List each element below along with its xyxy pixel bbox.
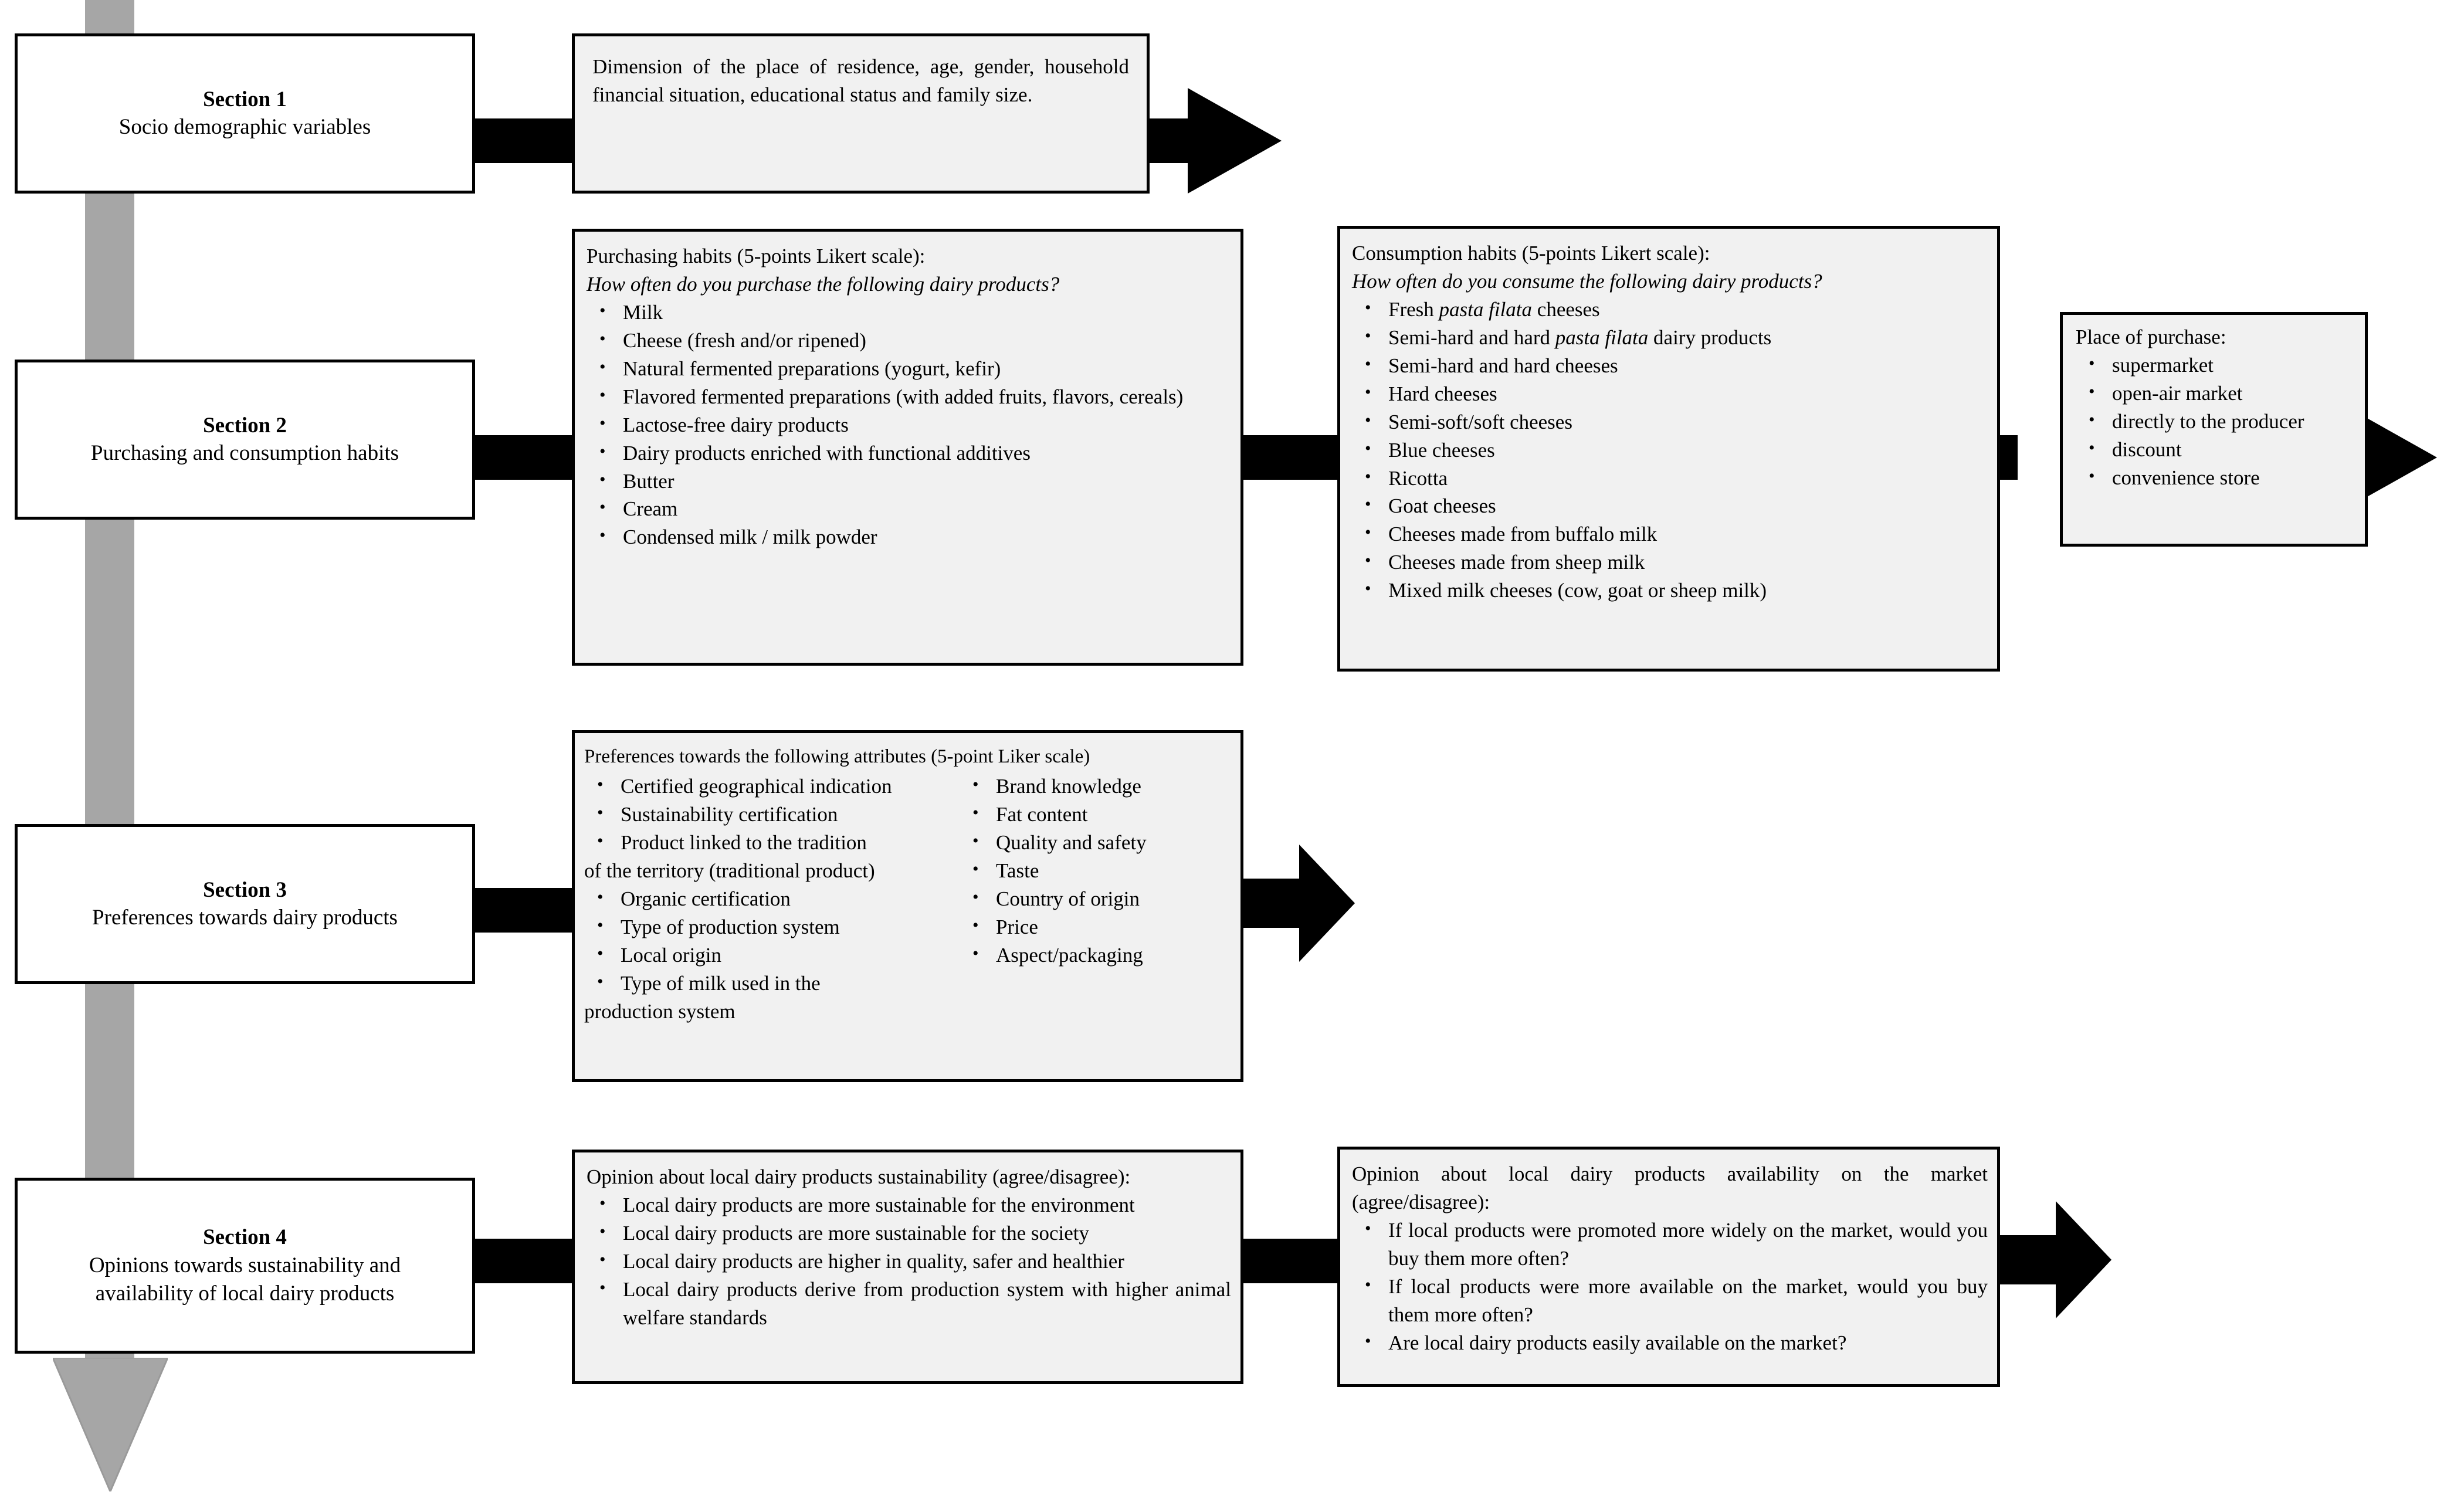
preferences-heading: Preferences towards the following attrib…: [584, 746, 1090, 767]
section-box-2[interactable]: Section 2 Purchasing and consumption hab…: [15, 360, 475, 520]
detail-box-sustainability-opinion[interactable]: Opinion about local dairy products susta…: [572, 1150, 1243, 1384]
consumption-item: Ricotta: [1352, 465, 1988, 493]
preferences-column-left: Certified geographical indicationSustain…: [584, 772, 960, 1025]
arrow-sustainability-to-availability: [1238, 1208, 1343, 1314]
purchasing-item: Natural fermented preparations (yogurt, …: [587, 355, 1231, 383]
section-1-subtitle: Socio demographic variables: [118, 115, 371, 140]
purchasing-item: Lactose-free dairy products: [587, 411, 1231, 439]
preference-item: Country of origin: [960, 885, 1229, 913]
italic-term: pasta filata: [1555, 326, 1649, 349]
preference-item: Type of milk used in the: [584, 969, 960, 998]
preference-item: Brand knowledge: [960, 772, 1229, 801]
detail-box-preferences[interactable]: Preferences towards the following attrib…: [572, 730, 1243, 1082]
section-4-subtitle-line2: availability of local dairy products: [95, 1281, 395, 1306]
preference-item: Price: [960, 913, 1229, 941]
sustainability-item: Local dairy products are more sustainabl…: [587, 1191, 1231, 1219]
consumption-item: Goat cheeses: [1352, 492, 1988, 520]
purchasing-item: Dairy products enriched with functional …: [587, 439, 1231, 467]
section-box-3[interactable]: Section 3 Preferences towards dairy prod…: [15, 824, 475, 984]
availability-heading: Opinion about local dairy products avail…: [1352, 1162, 1988, 1213]
consumption-item: Cheeses made from sheep milk: [1352, 548, 1988, 577]
preference-item: Type of production system: [584, 913, 960, 941]
detail-box-purchasing-habits[interactable]: Purchasing habits (5-points Likert scale…: [572, 229, 1243, 666]
sustainability-item: Local dairy products derive from product…: [587, 1276, 1231, 1332]
place-of-purchase-item: directly to the producer: [2076, 408, 2357, 436]
consumption-item: Blue cheeses: [1352, 436, 1988, 465]
availability-item: If local products were promoted more wid…: [1352, 1216, 1988, 1273]
sustainability-item: Local dairy products are higher in quali…: [587, 1247, 1231, 1276]
preference-item: Certified geographical indication: [584, 772, 960, 801]
sustainability-items-list: Local dairy products are more sustainabl…: [587, 1191, 1231, 1332]
section-3-subtitle: Preferences towards dairy products: [92, 906, 398, 930]
availability-items-list: If local products were promoted more wid…: [1352, 1216, 1988, 1357]
place-of-purchase-item: convenience store: [2076, 464, 2357, 492]
preference-item: production system: [584, 999, 735, 1023]
preference-item: Quality and safety: [960, 829, 1229, 857]
purchasing-item: Condensed milk / milk powder: [587, 523, 1231, 551]
availability-item: Are local dairy products easily availabl…: [1352, 1329, 1988, 1357]
section-2-subtitle: Purchasing and consumption habits: [90, 441, 399, 466]
purchasing-item: Butter: [587, 467, 1231, 496]
arrow-preferences-to-end: [1238, 845, 1355, 962]
flow-spine: [85, 0, 134, 1361]
preference-item: Organic certification: [584, 885, 960, 913]
section-box-4[interactable]: Section 4 Opinions towards sustainabilit…: [15, 1178, 475, 1354]
sustainability-heading: Opinion about local dairy products susta…: [587, 1165, 1131, 1188]
preference-item: Aspect/packaging: [960, 941, 1229, 969]
preference-item: Sustainability certification: [584, 801, 960, 829]
italic-term: pasta filata: [1439, 297, 1533, 321]
arrow-availability-to-end: [1994, 1201, 2111, 1318]
arrow-section3-to-preferences: [466, 857, 578, 963]
place-of-purchase-item: supermarket: [2076, 351, 2357, 379]
purchasing-question: How often do you purchase the following …: [587, 272, 1060, 296]
place-of-purchase-heading: Place of purchase:: [2076, 326, 2226, 348]
place-of-purchase-item: open-air market: [2076, 379, 2357, 408]
consumption-question: How often do you consume the following d…: [1352, 269, 1822, 293]
socio-demographic-paragraph: Dimension of the place of residence, age…: [592, 55, 1129, 106]
arrow-section4-to-sustainability: [466, 1208, 578, 1314]
arrow-section2-to-purchasing: [466, 405, 578, 510]
section-4-title: Section 4: [203, 1225, 287, 1250]
place-of-purchase-list: supermarketopen-air marketdirectly to th…: [2076, 351, 2357, 492]
preference-item: Product linked to the tradition: [584, 829, 960, 857]
detail-box-place-of-purchase[interactable]: Place of purchase: supermarketopen-air m…: [2060, 312, 2368, 547]
purchasing-item: Cheese (fresh and/or ripened): [587, 327, 1231, 355]
purchasing-items-list: MilkCheese (fresh and/or ripened)Natural…: [587, 299, 1231, 551]
preference-item: Taste: [960, 857, 1229, 885]
purchasing-item: Milk: [587, 299, 1231, 327]
consumption-item: Hard cheeses: [1352, 380, 1988, 408]
availability-item: If local products were more available on…: [1352, 1273, 1988, 1329]
consumption-item: Semi-hard and hard pasta filata dairy pr…: [1352, 324, 1988, 352]
detail-box-availability-opinion[interactable]: Opinion about local dairy products avail…: [1337, 1147, 2000, 1387]
preference-item: Fat content: [960, 801, 1229, 829]
purchasing-heading: Purchasing habits (5-points Likert scale…: [587, 245, 926, 267]
preference-item: Local origin: [584, 941, 960, 969]
flow-spine-arrowhead: [51, 1357, 170, 1494]
detail-box-consumption-habits[interactable]: Consumption habits (5-points Likert scal…: [1337, 226, 2000, 672]
consumption-items-list: Fresh pasta filata cheesesSemi-hard and …: [1352, 296, 1988, 605]
section-2-title: Section 2: [203, 413, 287, 438]
consumption-item: Semi-soft/soft cheeses: [1352, 408, 1988, 436]
detail-box-socio-demographic[interactable]: Dimension of the place of residence, age…: [572, 33, 1150, 194]
preference-item: of the territory (traditional product): [584, 859, 875, 883]
consumption-item: Cheeses made from buffalo milk: [1352, 520, 1988, 548]
consumption-item: Mixed milk cheeses (cow, goat or sheep m…: [1352, 577, 1988, 605]
section-1-title: Section 1: [203, 87, 287, 111]
purchasing-item: Cream: [587, 495, 1231, 523]
section-4-subtitle-line1: Opinions towards sustainability and: [89, 1253, 401, 1277]
place-of-purchase-item: discount: [2076, 436, 2357, 464]
section-box-1[interactable]: Section 1 Socio demographic variables: [15, 33, 475, 194]
consumption-heading: Consumption habits (5-points Likert scal…: [1352, 242, 1710, 265]
section-3-title: Section 3: [203, 877, 287, 902]
purchasing-item: Flavored fermented preparations (with ad…: [587, 383, 1231, 411]
sustainability-item: Local dairy products are more sustainabl…: [587, 1219, 1231, 1247]
consumption-item: Semi-hard and hard cheeses: [1352, 352, 1988, 380]
preferences-column-right: Brand knowledgeFat contentQuality and sa…: [960, 772, 1229, 1025]
consumption-item: Fresh pasta filata cheeses: [1352, 296, 1988, 324]
